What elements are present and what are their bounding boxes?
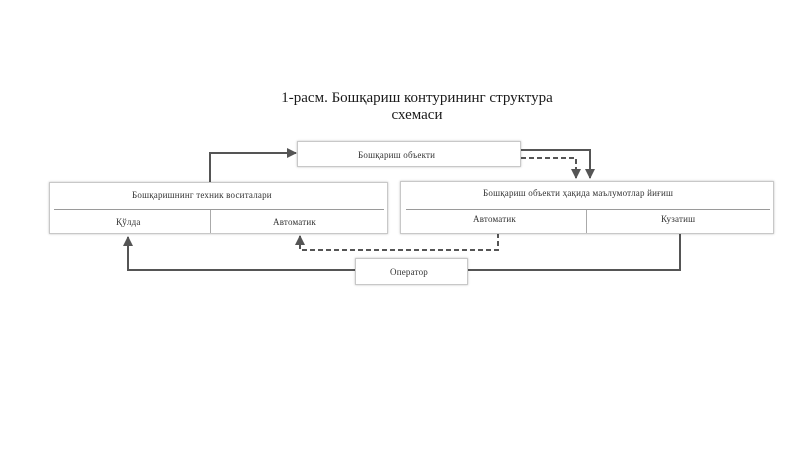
line-observation-to-operator — [468, 233, 681, 271]
arrow-info-auto-to-tech-auto — [295, 233, 499, 251]
operator-box: Оператор — [355, 258, 468, 285]
manual-label: Қўлда — [116, 217, 141, 227]
arrow-tech-to-object — [209, 148, 297, 182]
technical-means-divider — [54, 209, 384, 210]
control-object-box: Бошқариш объекти — [297, 141, 521, 167]
arrow-operator-to-manual — [123, 236, 355, 271]
diagram-caption: 1-расм. Бошқариш контурининг структура с… — [200, 90, 634, 124]
info-collection-box: Бошқариш объекти ҳақида маълумотлар йиғи… — [400, 181, 774, 234]
info-collection-divider — [406, 209, 770, 210]
technical-means-separator — [210, 210, 211, 233]
technical-means-box: Бошқаришнинг техник воситалари Қўлда Авт… — [49, 182, 388, 234]
arrow-object-to-info-dashed — [521, 157, 581, 179]
operator-label: Оператор — [390, 267, 428, 277]
caption-line-2: схемаси — [391, 107, 443, 123]
automatic-right-label: Автоматик — [473, 214, 516, 224]
info-collection-label: Бошқариш объекти ҳақида маълумотлар йиғи… — [483, 188, 674, 198]
observation-label: Кузатиш — [661, 214, 696, 224]
technical-means-label: Бошқаришнинг техник воситалари — [132, 190, 272, 200]
caption-line-1: 1-расм. Бошқариш контурининг структура — [281, 90, 553, 106]
automatic-left-label: Автоматик — [273, 217, 316, 227]
info-collection-separator — [586, 210, 587, 233]
arrow-object-to-info-solid — [521, 149, 595, 179]
control-object-label: Бошқариш объекти — [358, 150, 436, 160]
